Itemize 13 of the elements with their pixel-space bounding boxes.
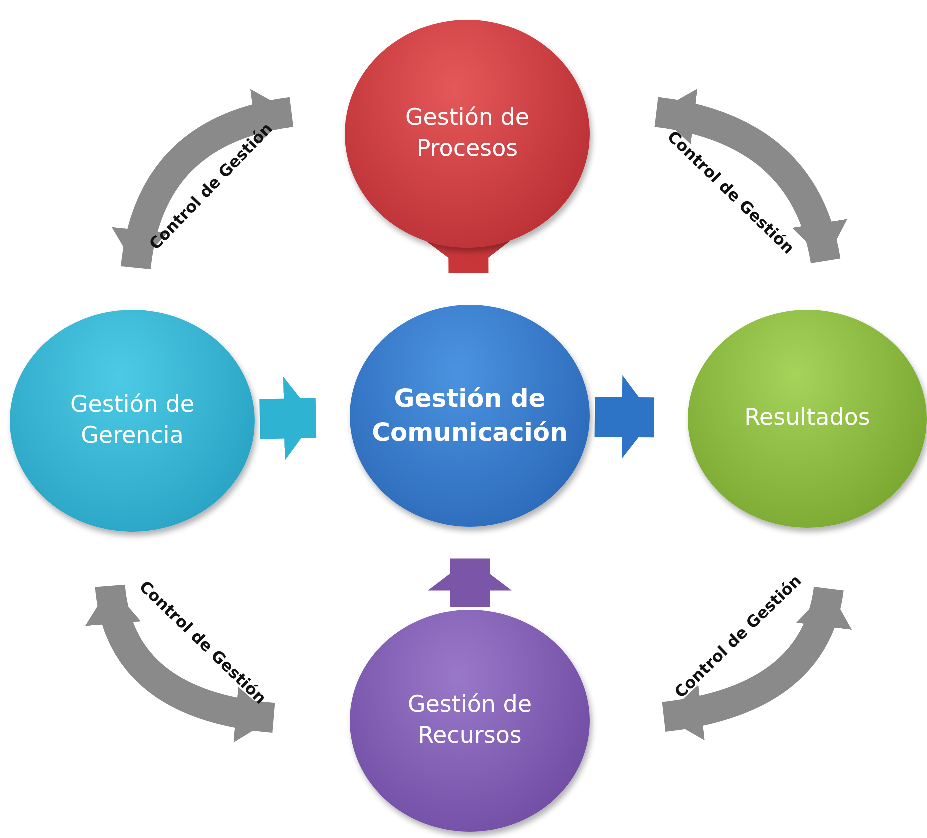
block-arrow	[260, 376, 317, 461]
node-label: Gestión de Procesos	[404, 104, 531, 164]
block-arrow	[428, 558, 512, 607]
node-label: Resultados	[744, 404, 872, 434]
curved-double-arrow	[114, 90, 294, 270]
block-arrow	[594, 375, 654, 460]
block-arrow	[426, 240, 511, 274]
node-label: Gestión de Comunicación	[371, 383, 569, 449]
curved-double-arrow	[662, 586, 850, 740]
curved-double-arrow	[88, 584, 276, 742]
curved-double-arrow	[654, 90, 846, 264]
node-label: Gestión de Gerencia	[69, 390, 196, 451]
node-label: Gestión de Recursos	[406, 690, 534, 751]
